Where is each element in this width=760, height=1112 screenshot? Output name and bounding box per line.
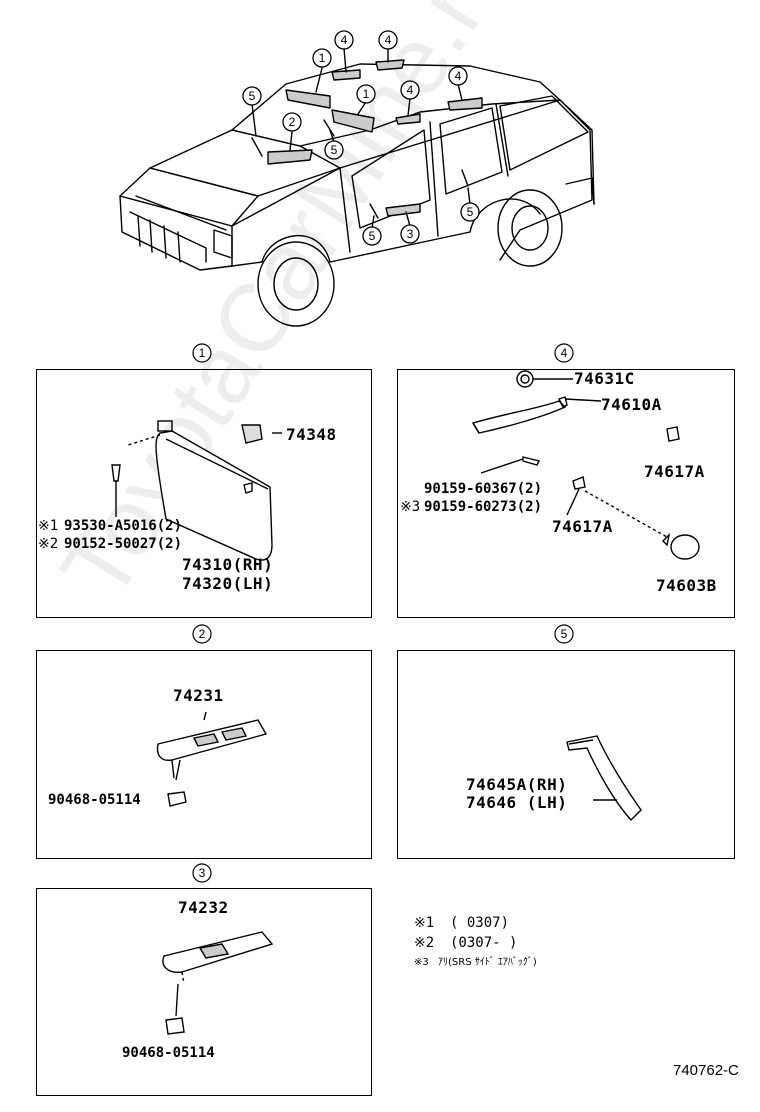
panel3-key: 3 [192, 863, 212, 883]
callout-4: 4 [341, 33, 348, 47]
panel5-pillar-garnish [397, 650, 735, 859]
callout-1: 1 [319, 51, 326, 65]
callout-1: 1 [363, 87, 370, 101]
part-74232: 74232 [178, 898, 229, 917]
callout-5: 5 [249, 89, 256, 103]
svg-text:1: 1 [199, 346, 206, 360]
callout-2: 2 [289, 115, 296, 129]
note-mark: ※3 [414, 957, 429, 968]
mark-1: ※1 [38, 518, 59, 534]
part-74610A: 74610A [601, 395, 662, 414]
part-74348: 74348 [286, 425, 337, 444]
part-74646: 74646 (LH) [466, 793, 568, 812]
note-text: (0307- ) [450, 935, 518, 951]
callout-4: 4 [385, 33, 392, 47]
part-74231: 74231 [173, 686, 224, 705]
part-74603B: 74603B [656, 576, 717, 595]
panel4-assist-grip [397, 369, 735, 618]
callout-5: 5 [369, 229, 376, 243]
part-90159-60273: 90159-60273(2) [424, 499, 543, 515]
note-mark: ※1 [414, 915, 435, 931]
svg-text:4: 4 [561, 346, 568, 360]
diagram-code: 740762-C [673, 1062, 739, 1079]
panel2-key: 2 [192, 624, 212, 644]
callout-5: 5 [331, 143, 338, 157]
part-74631C: 74631C [574, 369, 635, 388]
note-text: ( 0307) [450, 915, 510, 931]
panel4-key: 4 [554, 343, 574, 363]
panel5-key: 5 [554, 624, 574, 644]
panel1-sun-visor [36, 369, 372, 618]
part-90152-50027: 90152-50027(2) [64, 536, 183, 552]
mark-2: ※2 [38, 536, 59, 552]
part-90159-60367: 90159-60367(2) [424, 481, 543, 497]
part-90468-05114-b: 90468-05114 [122, 1045, 215, 1061]
svg-text:5: 5 [561, 627, 568, 641]
assist-grip-drawing [471, 370, 700, 560]
part-74617A-2: 74617A [552, 517, 613, 536]
callout-4: 4 [407, 83, 414, 97]
panel1-key: 1 [192, 343, 212, 363]
panel2-map-lamp-cover [36, 650, 372, 859]
part-93530-A5016: 93530-A5016(2) [64, 518, 183, 534]
callout-4: 4 [455, 69, 462, 83]
part-74320: 74320(LH) [182, 574, 274, 593]
note-text: ｱﾘ(SRS ｻｲﾄﾞ ｴｱﾊﾞｯｸﾞ) [438, 957, 537, 968]
vehicle-overview: 5 2 1 4 4 1 4 4 5 5 3 5 [119, 30, 595, 327]
sun-visor-drawing [111, 420, 282, 561]
map-lamp-cover-drawing [156, 711, 268, 807]
callout-3: 3 [407, 227, 414, 241]
svg-text:2: 2 [199, 627, 206, 641]
callout-5: 5 [467, 205, 474, 219]
part-74645A: 74645A(RH) [466, 775, 568, 794]
note-mark: ※2 [414, 935, 435, 951]
svg-text:3: 3 [199, 866, 206, 880]
part-74310: 74310(RH) [182, 555, 274, 574]
pillar-garnish-drawing [566, 735, 642, 822]
mark-3: ※3 [400, 499, 421, 515]
part-74617A-1: 74617A [644, 462, 705, 481]
panel3-door-lamp-cover [36, 888, 372, 1096]
part-90468-05114-a: 90468-05114 [48, 792, 141, 808]
door-lamp-cover-drawing [162, 931, 274, 1035]
